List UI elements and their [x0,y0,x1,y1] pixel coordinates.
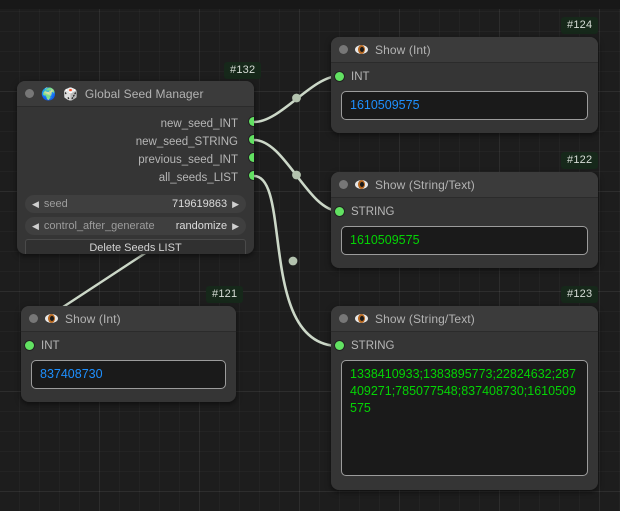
node-badge-132: #132 [224,62,262,79]
node-body: STRING 1338410933;1383895773;22824632;28… [331,332,598,476]
collapse-dot[interactable] [339,314,348,323]
dice-icon: 🎲 [62,86,78,101]
value-display-string: 1610509575 [341,226,588,255]
output-label: previous_seed_INT [138,154,238,166]
node-show-string-123[interactable]: Show (String/Text) STRING 1338410933;138… [331,306,598,490]
node-body: INT 837408730 [21,332,236,389]
input-row-string[interactable]: STRING [331,337,598,355]
node-badge-123: #123 [561,286,599,303]
node-header[interactable]: Show (Int) [21,306,236,332]
output-row-new-seed-int[interactable]: new_seed_INT [17,115,254,133]
input-row-string[interactable]: STRING [331,203,598,221]
eye-icon [355,314,368,323]
widget-control-after-generate[interactable]: ◀ control_after_generate randomize ▶ [25,217,246,235]
value-display-string: 1338410933;1383895773;22824632;287409271… [341,360,588,476]
node-show-int-124[interactable]: Show (Int) INT 1610509575 [331,37,598,133]
input-row-int[interactable]: INT [21,337,236,355]
port-int-input[interactable] [25,341,34,350]
node-header[interactable]: Show (String/Text) [331,306,598,332]
input-row-int[interactable]: INT [331,68,598,86]
right-arrow-icon[interactable]: ▶ [232,220,239,231]
port-new-seed-int[interactable] [249,117,254,126]
widget-label: seed [43,198,68,210]
node-body: INT 1610509575 [331,63,598,120]
node-header[interactable]: 🌍 🎲 Global Seed Manager [17,81,254,107]
collapse-dot[interactable] [339,180,348,189]
input-label: INT [41,340,60,352]
delete-seeds-list-button[interactable]: Delete Seeds LIST [25,239,246,254]
widget-value[interactable]: 719619863 [172,198,228,210]
node-show-int-121[interactable]: Show (Int) INT 837408730 [21,306,236,402]
input-label: STRING [351,206,395,218]
port-new-seed-string[interactable] [249,135,254,144]
output-label: all_seeds_LIST [158,172,238,184]
node-global-seed-manager[interactable]: 🌍 🎲 Global Seed Manager new_seed_INT new… [17,81,254,254]
eye-icon [355,45,368,54]
output-label: new_seed_STRING [135,136,238,148]
output-row-all-seeds-list[interactable]: all_seeds_LIST [17,169,254,187]
node-badge-124: #124 [561,17,599,34]
widget-value[interactable]: randomize [175,220,228,232]
output-row-previous-seed-int[interactable]: previous_seed_INT [17,151,254,169]
node-show-string-122[interactable]: Show (String/Text) STRING 1610509575 [331,172,598,268]
globe-icon: 🌍 [41,86,56,101]
port-all-seeds-list[interactable] [249,171,254,180]
widget-label: control_after_generate [43,220,155,232]
port-int-input[interactable] [335,72,344,81]
node-title: Show (Int) [65,311,121,326]
left-arrow-icon[interactable]: ◀ [32,220,39,231]
port-previous-seed-int[interactable] [249,153,254,162]
input-label: INT [351,71,370,83]
port-string-input[interactable] [335,341,344,350]
left-arrow-icon[interactable]: ◀ [32,198,39,209]
node-title: Show (Int) [375,42,431,57]
node-header[interactable]: Show (String/Text) [331,172,598,198]
eye-icon [355,180,368,189]
node-title: Show (String/Text) [375,177,475,192]
port-string-input[interactable] [335,207,344,216]
value-display-int: 1610509575 [341,91,588,120]
widget-seed[interactable]: ◀ seed 719619863 ▶ [25,195,246,213]
right-arrow-icon[interactable]: ▶ [232,198,239,209]
node-title: Show (String/Text) [375,311,475,326]
node-badge-122: #122 [561,152,599,169]
collapse-dot[interactable] [25,89,34,98]
output-label: new_seed_INT [160,118,238,130]
node-body: STRING 1610509575 [331,198,598,255]
node-body: new_seed_INT new_seed_STRING previous_se… [17,107,254,254]
collapse-dot[interactable] [29,314,38,323]
collapse-dot[interactable] [339,45,348,54]
node-title: Global Seed Manager [84,86,204,101]
canvas-top-strip [0,0,620,9]
eye-icon [45,314,58,323]
node-badge-121: #121 [206,286,244,303]
output-row-new-seed-string[interactable]: new_seed_STRING [17,133,254,151]
input-label: STRING [351,340,395,352]
value-display-int: 837408730 [31,360,226,389]
node-header[interactable]: Show (Int) [331,37,598,63]
